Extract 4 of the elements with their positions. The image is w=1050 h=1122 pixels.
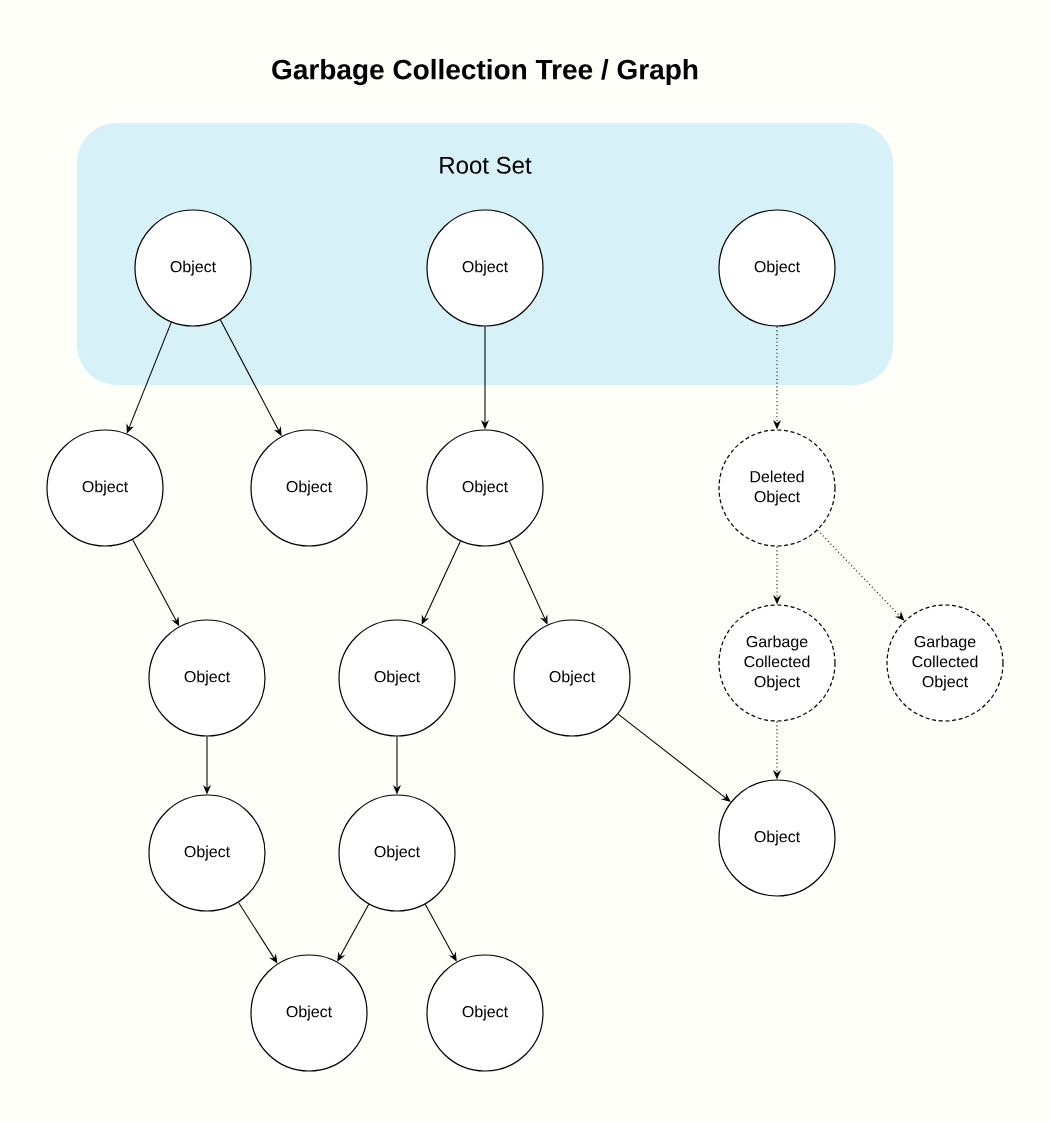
arrow <box>421 540 461 625</box>
arrow <box>508 540 548 625</box>
title: Garbage Collection Tree / Graph <box>272 58 698 86</box>
arrow <box>617 713 731 802</box>
